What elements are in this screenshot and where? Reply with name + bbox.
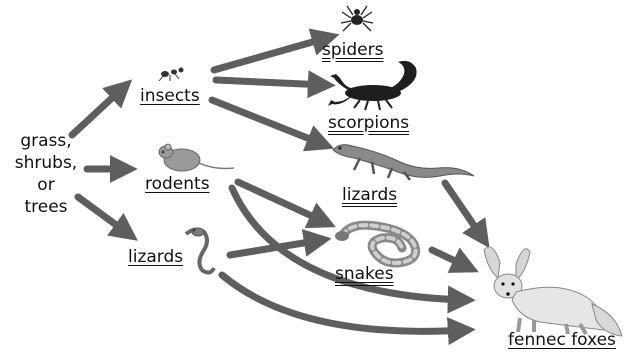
source-line-2: shrubs,	[14, 153, 78, 173]
label-spiders: spiders	[322, 40, 384, 60]
source-line-4: trees	[24, 197, 68, 217]
ant-icon	[158, 67, 184, 82]
label-snakes: snakes	[335, 264, 394, 284]
label-insects: insects	[140, 86, 200, 106]
arrow-plants-to-lizards	[74, 193, 138, 241]
arrow-lizards-to-snakes	[226, 229, 332, 259]
arrow-rodents-to-snakes	[234, 178, 336, 229]
scorpion-icon	[328, 60, 417, 111]
arrow-lizards-to-foxes	[218, 271, 476, 346]
arrow-rodents-to-foxes	[228, 184, 476, 314]
arrow-snakes-to-foxes	[428, 246, 479, 273]
arrow-lizards-large-to-foxes	[441, 179, 490, 249]
lizard-small-icon	[184, 227, 216, 275]
source-label-plants: grass, shrubs, or trees	[10, 130, 82, 218]
arrow-plants-to-insects	[68, 79, 133, 139]
arrow-insects-to-scorpions	[212, 70, 336, 99]
label-scorpions: scorpions	[328, 113, 410, 133]
label-lizards-small: lizards	[128, 247, 184, 267]
source-line-1: grass,	[20, 131, 72, 151]
source-line-3: or	[37, 175, 55, 195]
arrow-insects-to-lizards	[208, 96, 335, 152]
snake-icon	[335, 220, 421, 268]
label-rodents: rodents	[145, 174, 210, 194]
rodent-icon	[158, 143, 235, 172]
label-lizards-large: lizards	[342, 185, 398, 205]
lizard-large-icon	[332, 144, 475, 181]
fennec-fox-icon	[483, 246, 623, 337]
arrow-insects-to-spiders	[210, 28, 340, 74]
label-fennec-foxes: fennec foxes	[508, 330, 616, 350]
spider-icon	[340, 5, 374, 32]
